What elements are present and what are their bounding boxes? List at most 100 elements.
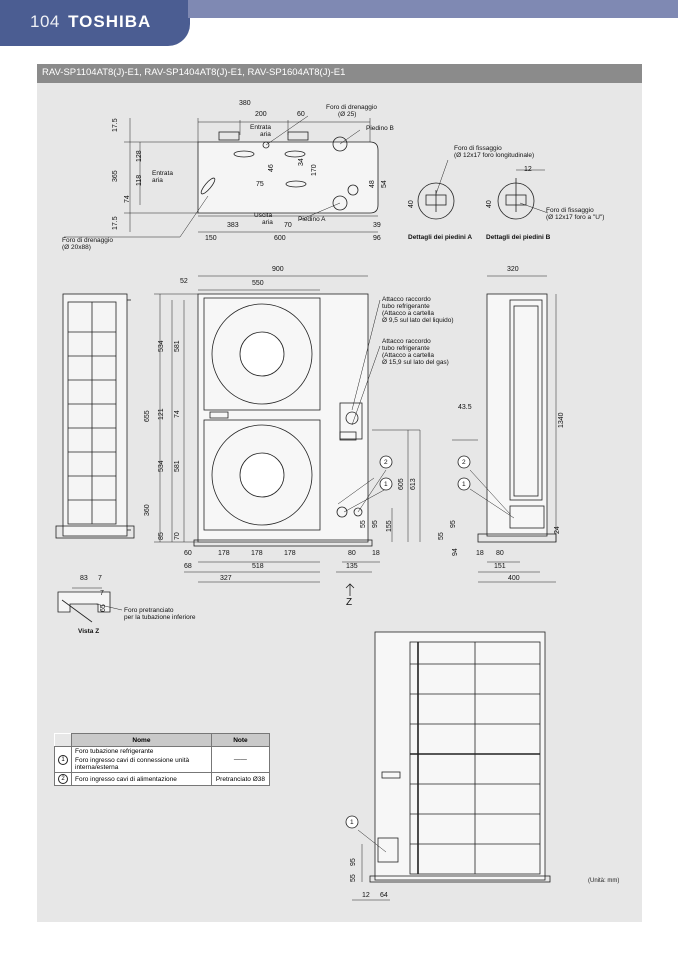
dim-600: 600 — [274, 235, 286, 242]
dim-18-side: 18 — [476, 550, 484, 557]
dim-150: 150 — [205, 235, 217, 242]
header-tab — [0, 0, 190, 46]
dim-24: 24 — [554, 526, 561, 534]
dim-400: 400 — [508, 575, 520, 582]
callout-2-side: 2 — [462, 459, 466, 466]
model-title: RAV-SP1104AT8(J)-E1, RAV-SP1404AT8(J)-E1… — [42, 67, 346, 78]
legend-name: Foro ingresso cavi di alimentazione — [71, 772, 212, 786]
dim-12-detail: 12 — [524, 166, 532, 173]
feet-details — [417, 159, 549, 220]
dim-17-5-bottom: 17.5 — [112, 216, 119, 230]
back-view — [352, 631, 551, 901]
dim-43-5: 43.5 — [458, 404, 472, 411]
dim-40a: 40 — [408, 200, 415, 208]
dim-7-b: 7 — [100, 590, 104, 597]
legend-header-name: Nome — [71, 733, 212, 747]
dim-534-b: 534 — [158, 460, 165, 472]
dim-200: 200 — [255, 111, 267, 118]
dim-80-front: 80 — [348, 550, 356, 557]
dim-128: 128 — [136, 150, 143, 162]
dim-360: 360 — [144, 504, 151, 516]
knockout-label-b: per la tubazione inferiore — [124, 614, 196, 621]
callout-1-back: 1 — [350, 819, 354, 826]
dim-121: 121 — [158, 408, 165, 420]
dim-55-side: 55 — [438, 532, 445, 540]
dim-95-back: 95 — [350, 858, 357, 866]
dim-550: 550 — [252, 280, 264, 287]
dim-534-a: 534 — [158, 340, 165, 352]
fix-hole-u-spec: (Ø 12x17 foro a "U") — [546, 214, 605, 221]
dim-95-side: 95 — [450, 520, 457, 528]
dim-39: 39 — [373, 222, 381, 229]
legend-name-b: Foro ingresso cavi di connessione unità … — [75, 757, 190, 771]
dim-155: 155 — [386, 520, 393, 532]
legend-row: 1 Foro tubazione refrigerante Foro ingre… — [54, 746, 271, 773]
dim-581-a: 581 — [174, 340, 181, 352]
foot-a-label: Piedino A — [298, 216, 326, 223]
dim-118: 118 — [136, 174, 143, 186]
header-strip — [188, 0, 678, 18]
dim-320: 320 — [507, 266, 519, 273]
dim-55-back: 55 — [350, 874, 357, 882]
callout-1-front: 1 — [384, 481, 388, 488]
dim-518: 518 — [252, 563, 264, 570]
dim-52: 52 — [180, 278, 188, 285]
air-inlet-left: Entrata — [152, 170, 173, 177]
dim-80-side: 80 — [496, 550, 504, 557]
air-inlet-left-b: aria — [152, 177, 163, 184]
dim-655: 655 — [144, 410, 151, 422]
unit-note: (Unità: mm) — [588, 878, 620, 884]
air-outlet-label: Uscita — [254, 212, 273, 219]
dim-54: 54 — [381, 180, 388, 188]
dim-178-b: 178 — [251, 550, 263, 557]
legend-header: Nome Note — [54, 733, 271, 747]
dim-327: 327 — [220, 575, 232, 582]
dim-151: 151 — [494, 563, 506, 570]
page-number: 104 — [30, 12, 60, 31]
title-bar — [37, 64, 642, 83]
dim-60: 60 — [297, 111, 305, 118]
dim-94: 94 — [452, 548, 459, 556]
dim-70: 70 — [174, 532, 181, 540]
legend-note: —— — [210, 746, 271, 773]
dim-75: 75 — [256, 181, 264, 188]
dim-380: 380 — [239, 100, 251, 107]
legend-name: Foro tubazione refrigerante — [75, 748, 154, 755]
dim-135: 135 — [346, 563, 358, 570]
dim-74: 74 — [174, 410, 181, 418]
dim-365: 365 — [112, 170, 119, 182]
legend-num: 1 — [58, 754, 68, 765]
fix-hole-long-spec: (Ø 12x17 foro longitudinale) — [454, 152, 535, 159]
dim-170: 170 — [311, 164, 318, 176]
front-view — [154, 275, 421, 596]
dim-7-a: 7 — [98, 575, 102, 582]
fix-hole-u-label: Foro di fissaggio — [546, 207, 594, 214]
dim-12-back: 12 — [362, 892, 370, 899]
brand-logo: TOSHIBA — [68, 12, 152, 31]
dim-613: 613 — [410, 478, 417, 490]
callout-2-front: 2 — [384, 459, 388, 466]
legend-row: 2 Foro ingresso cavi di alimentazione Pr… — [54, 772, 271, 786]
caption-feet-b: Dettagli dei piedini B — [486, 234, 551, 241]
dim-46: 46 — [268, 164, 275, 172]
legend-header-note: Note — [210, 733, 271, 747]
legend-num: 2 — [58, 774, 68, 784]
dim-900: 900 — [272, 266, 284, 273]
dim-18-front: 18 — [372, 550, 380, 557]
dim-64: 64 — [380, 892, 388, 899]
dim-178-c: 178 — [284, 550, 296, 557]
legend-note: Pretranciato Ø38 — [210, 772, 271, 786]
drain-hole-top-size: (Ø 25) — [338, 111, 357, 118]
dim-40b: 40 — [486, 200, 493, 208]
left-side-view — [55, 293, 135, 539]
dim-70-top: 70 — [284, 222, 292, 229]
fix-hole-long-label: Foro di fissaggio — [454, 145, 502, 152]
dim-178-a: 178 — [218, 550, 230, 557]
dim-581-b: 581 — [174, 460, 181, 472]
dim-55-front: 55 — [360, 520, 367, 528]
dim-34: 34 — [298, 158, 305, 166]
air-inlet-top-b: aria — [260, 131, 271, 138]
dim-383: 383 — [227, 222, 239, 229]
right-side-view — [452, 275, 557, 583]
dim-65: 65 — [100, 604, 107, 612]
